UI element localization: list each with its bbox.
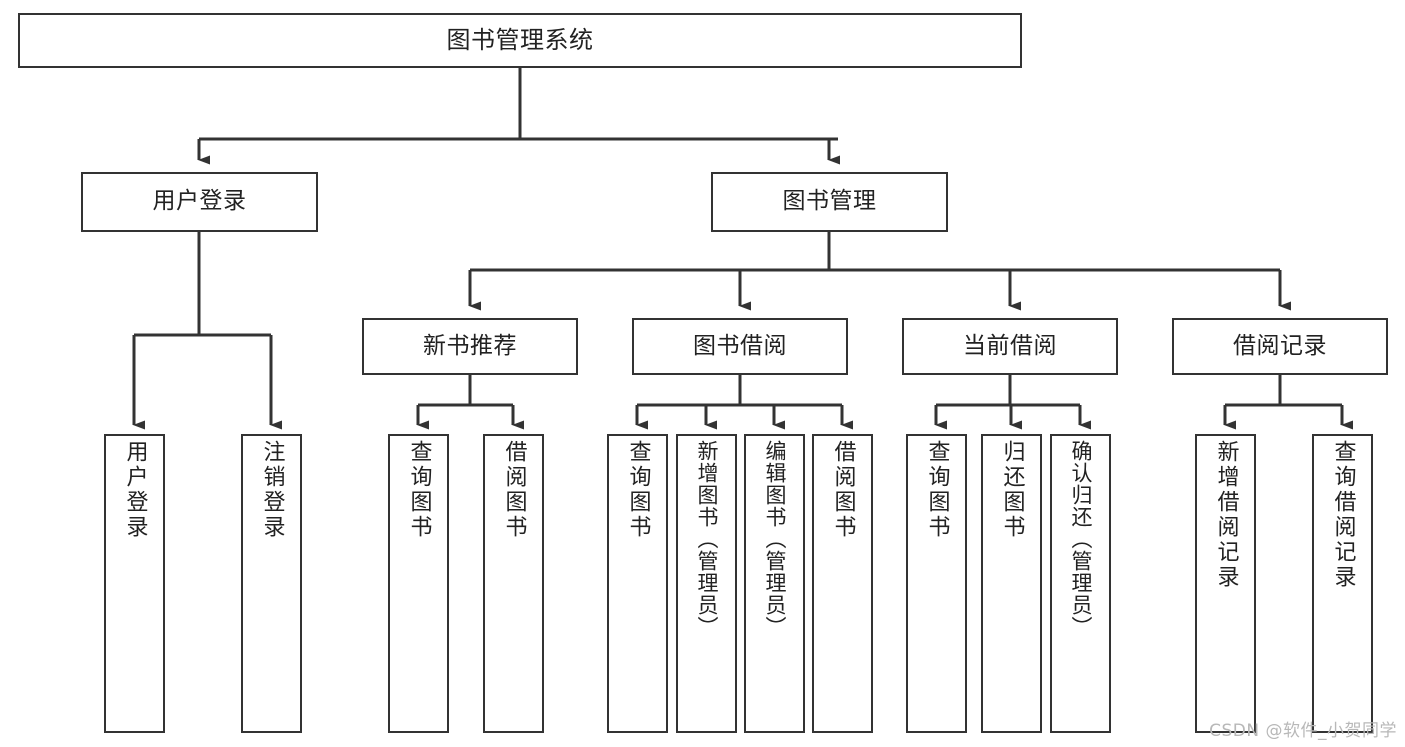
node-user-login[interactable]: 用户登录	[81, 172, 318, 232]
node-label: 查询图书	[924, 440, 950, 540]
node-leaf-edit-book-admin[interactable]: 编辑图书（管理员）	[744, 434, 805, 733]
node-leaf-borrow-book-recommend[interactable]: 借阅图书	[483, 434, 544, 733]
node-label: 查询图书	[625, 440, 651, 540]
node-label: 确认归还（管理员）	[1069, 440, 1093, 638]
node-label: 用户登录	[122, 440, 148, 540]
node-label: 图书管理系统	[446, 26, 594, 55]
node-current-borrow[interactable]: 当前借阅	[902, 318, 1118, 375]
node-leaf-query-book-borrow[interactable]: 查询图书	[607, 434, 668, 733]
node-leaf-query-book-current[interactable]: 查询图书	[906, 434, 967, 733]
node-label: 新增图书（管理员）	[695, 440, 719, 638]
node-leaf-add-borrow-record[interactable]: 新增借阅记录	[1195, 434, 1256, 733]
node-leaf-borrow-book[interactable]: 借阅图书	[812, 434, 873, 733]
node-new-book-recommend[interactable]: 新书推荐	[362, 318, 578, 375]
node-leaf-user-login[interactable]: 用户登录	[104, 434, 165, 733]
node-leaf-logout-login[interactable]: 注销登录	[241, 434, 302, 733]
node-book-management[interactable]: 图书管理	[711, 172, 948, 232]
node-label: 新书推荐	[423, 332, 517, 359]
node-leaf-confirm-return-admin[interactable]: 确认归还（管理员）	[1050, 434, 1111, 733]
node-leaf-add-book-admin[interactable]: 新增图书（管理员）	[676, 434, 737, 733]
node-leaf-query-book-recommend[interactable]: 查询图书	[388, 434, 449, 733]
node-label: 当前借阅	[963, 332, 1057, 359]
node-leaf-query-borrow-record[interactable]: 查询借阅记录	[1312, 434, 1373, 733]
node-borrow-record[interactable]: 借阅记录	[1172, 318, 1388, 375]
node-label: 注销登录	[259, 440, 285, 540]
node-label: 归还图书	[999, 440, 1025, 540]
node-label: 新增借阅记录	[1213, 440, 1239, 590]
node-leaf-return-book[interactable]: 归还图书	[981, 434, 1042, 733]
node-label: 图书管理	[782, 188, 877, 215]
node-label: 图书借阅	[693, 332, 787, 359]
node-label: 编辑图书（管理员）	[763, 440, 787, 638]
node-label: 借阅图书	[830, 440, 856, 540]
node-label: 借阅记录	[1233, 332, 1327, 359]
node-label: 查询图书	[406, 440, 432, 540]
node-book-borrow[interactable]: 图书借阅	[632, 318, 848, 375]
node-label: 查询借阅记录	[1330, 440, 1356, 590]
node-root-book-management-system[interactable]: 图书管理系统	[18, 13, 1022, 68]
node-label: 用户登录	[152, 188, 247, 215]
node-label: 借阅图书	[501, 440, 527, 540]
